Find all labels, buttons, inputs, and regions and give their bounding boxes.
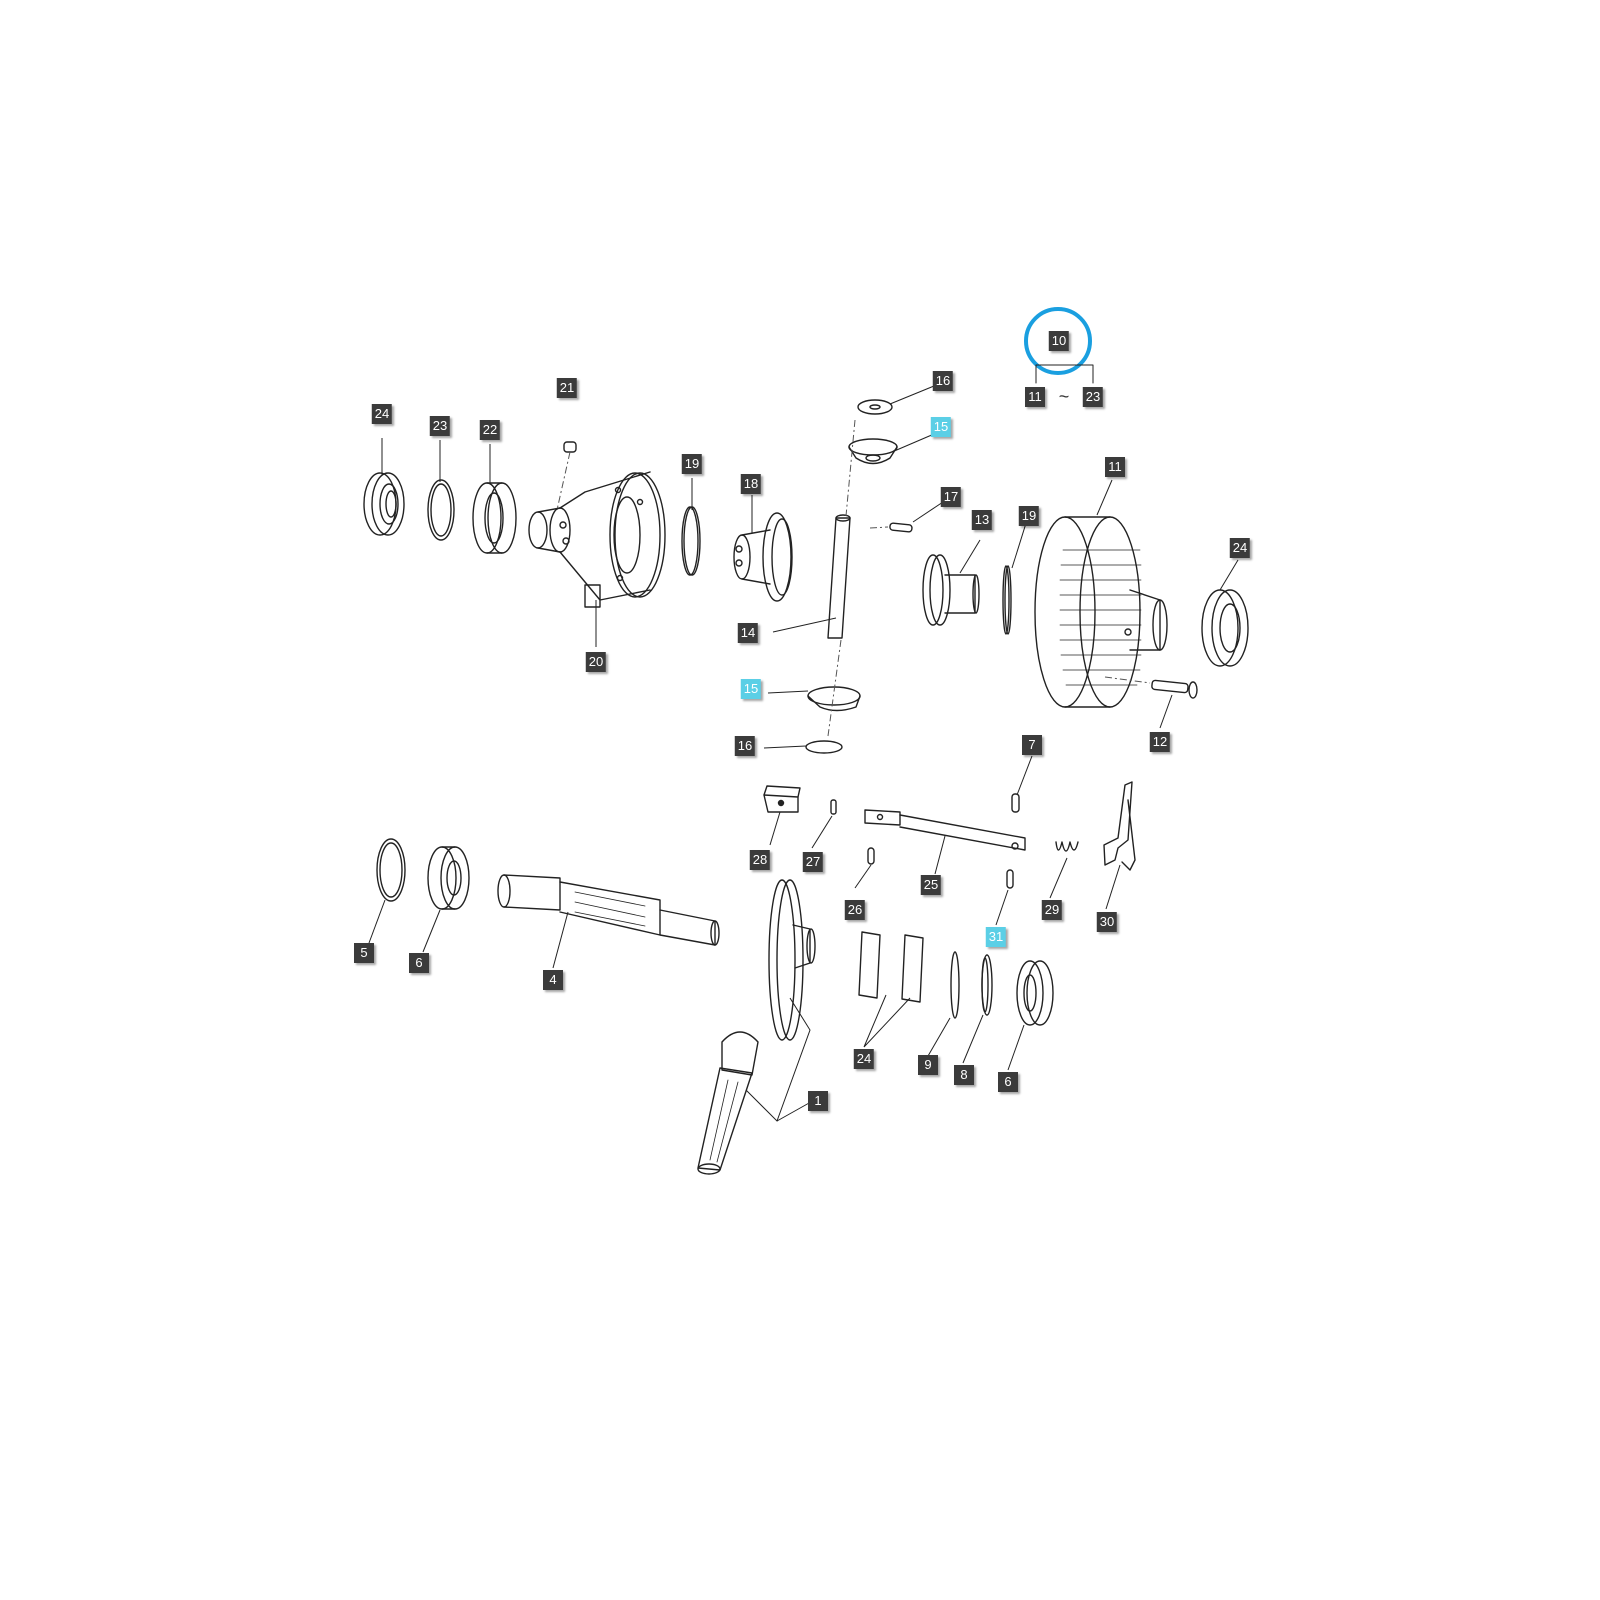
label-8-circlip: 8 <box>954 1065 974 1085</box>
label-19-shim-right: 19 <box>1018 506 1040 526</box>
cross-shaft-14 <box>827 514 851 639</box>
shaft-4 <box>497 874 720 946</box>
label-30-shift-fork: 30 <box>1096 912 1118 932</box>
label-17-pin: 17 <box>940 487 962 507</box>
needle-bearing-24a <box>858 931 881 999</box>
label-29-spring: 29 <box>1041 900 1063 920</box>
label-28-block: 28 <box>749 850 771 870</box>
label-24-seal-right: 24 <box>1229 538 1251 558</box>
label-group-10: 10 <box>1048 331 1070 351</box>
pinion-15-top <box>848 438 898 465</box>
spring-29 <box>1055 841 1079 852</box>
block-28 <box>763 785 801 813</box>
label-15-pinion-top: 15 <box>930 417 952 437</box>
pinion-shaft-1 <box>697 1031 759 1175</box>
group-bracket <box>1035 364 1094 384</box>
crown-gear-11 <box>1034 516 1168 708</box>
pinion-15-bottom <box>807 686 861 712</box>
label-7-pin: 7 <box>1022 735 1042 755</box>
label-18-side-gear: 18 <box>740 474 762 494</box>
side-gear-13 <box>922 554 980 626</box>
label-16-washer-bottom: 16 <box>734 736 756 756</box>
pin-27 <box>830 799 837 815</box>
rod-25 <box>864 809 1026 851</box>
label-24-needle-bearings: 24 <box>853 1049 875 1069</box>
circlip-5 <box>376 838 406 902</box>
label-range-to: 23 <box>1082 387 1104 407</box>
label-6-bearing-left: 6 <box>409 953 429 973</box>
label-16-washer-top: 16 <box>932 371 954 391</box>
washer-16-bottom <box>805 740 843 754</box>
label-27-pin: 27 <box>802 852 824 872</box>
label-26-pin: 26 <box>844 900 866 920</box>
label-12-bolt: 12 <box>1149 732 1171 752</box>
label-11-crown-gear: 11 <box>1105 457 1125 477</box>
label-1-drive-gear: 1 <box>808 1091 828 1111</box>
label-4-shaft: 4 <box>543 970 563 990</box>
label-14-cross-shaft: 14 <box>737 623 759 643</box>
label-23-circlip: 23 <box>429 416 451 436</box>
drive-gear-1 <box>768 879 816 1041</box>
plug-21 <box>563 441 577 453</box>
label-31-pin: 31 <box>985 927 1007 947</box>
differential-housing-20 <box>528 471 666 608</box>
label-19-shim-left: 19 <box>681 454 703 474</box>
label-22-bearing: 22 <box>479 420 501 440</box>
shim-19-left <box>681 506 701 576</box>
circlip-23 <box>427 479 455 541</box>
pin-17 <box>889 522 913 533</box>
label-13-side-gear: 13 <box>971 510 993 530</box>
label-21-plug: 21 <box>556 378 578 398</box>
washer-16-top <box>857 399 893 415</box>
group-highlight-circle <box>1024 307 1092 375</box>
seal-24-right <box>1201 589 1249 667</box>
label-range-separator: ~ <box>1058 386 1070 407</box>
label-6-bearing-right: 6 <box>998 1072 1018 1092</box>
pin-26 <box>867 847 875 865</box>
shift-fork-30 <box>1103 781 1136 871</box>
shim-9 <box>950 951 960 1019</box>
bearing-22 <box>472 482 517 554</box>
label-25-rod: 25 <box>920 875 942 895</box>
label-15-pinion-bottom: 15 <box>740 679 762 699</box>
label-20-housing: 20 <box>585 652 607 672</box>
bolt-12 <box>1151 679 1198 699</box>
label-24-seal-left: 24 <box>371 404 393 424</box>
bearing-6-left <box>427 846 470 910</box>
circlip-8 <box>981 954 993 1016</box>
pin-31 <box>1006 869 1014 889</box>
label-range-from: 11 <box>1025 387 1045 407</box>
needle-bearing-24b <box>901 934 924 1003</box>
pin-7 <box>1011 793 1020 813</box>
side-gear-18 <box>733 512 793 602</box>
label-5-circlip: 5 <box>354 943 374 963</box>
seal-24-left <box>363 472 405 536</box>
shim-19-right <box>1002 565 1012 635</box>
label-9-shim: 9 <box>918 1055 938 1075</box>
bearing-6-right <box>1016 960 1054 1026</box>
